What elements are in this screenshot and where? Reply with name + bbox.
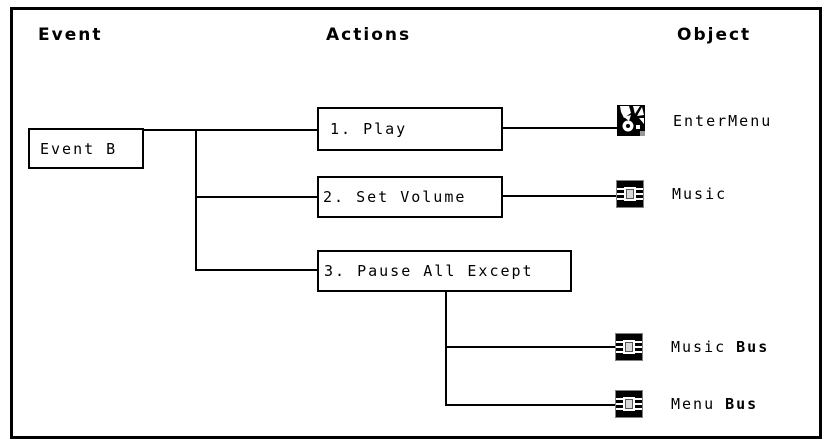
connector-pause-to-musicbus (447, 346, 615, 348)
action-node-play: 1. Play (317, 107, 503, 151)
event-node-label: Event B (40, 139, 118, 158)
connector-branch-setvolume (197, 196, 317, 198)
audio-bus-icon (615, 390, 643, 418)
object-row-entermenu: EnterMenu (617, 104, 772, 137)
connector-event-to-actions (143, 129, 317, 131)
column-header-actions: Actions (326, 25, 412, 45)
diagram-frame (10, 7, 822, 439)
object-label: Music (672, 185, 728, 203)
column-header-event: Event (38, 25, 103, 45)
event-node: Event B (28, 128, 144, 169)
connector-pause-to-menubus (447, 404, 615, 406)
action-node-label: 2. Set Volume (323, 188, 467, 206)
object-label: EnterMenu (673, 111, 773, 130)
connector-play-to-entermenu (502, 127, 618, 129)
audio-bus-icon (616, 180, 644, 208)
action-node-label: 3. Pause All Except (324, 262, 534, 280)
action-node-label: 1. Play (330, 120, 408, 138)
column-header-object: Object (677, 25, 752, 45)
action-node-set-volume: 2. Set Volume (317, 176, 503, 218)
action-node-pause-all-except: 3. Pause All Except (317, 250, 572, 292)
connector-trunk-vertical (195, 129, 197, 271)
connector-setvolume-to-music (502, 195, 616, 197)
audio-bus-icon (615, 333, 643, 361)
object-row-music: Music (616, 180, 727, 208)
connector-branch-pause (197, 269, 317, 271)
connector-pause-vertical (445, 291, 447, 406)
event-icon (617, 105, 645, 136)
